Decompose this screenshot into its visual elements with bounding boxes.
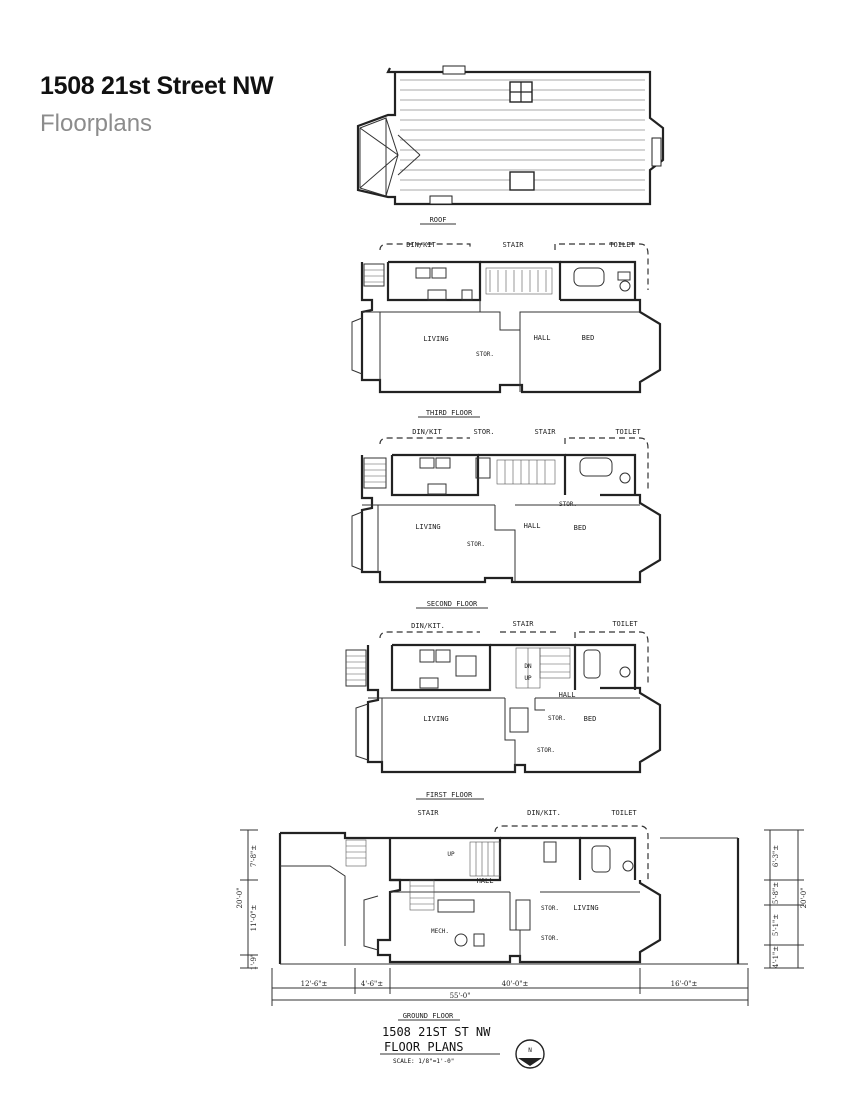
label-din-kit: DIN/KIT. [527,809,561,817]
second-floor-plan: DIN/KIT STOR. STAIR TOILET LIVING HALL B… [351,428,662,609]
label-stair: STAIR [417,809,439,817]
label-stair: STAIR [534,428,556,436]
label-stair: STAIR [502,241,524,249]
stair-first [515,647,571,689]
label-hall: HALL [534,334,551,342]
dim-overall: 55'-0" [450,992,471,1000]
label-toilet: TOILET [611,809,637,817]
label-stor: STOR. [559,501,577,508]
roof-hatch [509,171,535,191]
title-block-name: FLOOR PLANS [384,1040,463,1054]
page-title: 1508 21st Street NW [40,72,274,100]
dim-left-2: 20'-0" [236,888,244,909]
label-up: UP [447,851,455,858]
label-up: UP [524,675,532,682]
third-floor-plan: DIN/KIT STAIR TOILET LIVING HALL BED STO… [351,241,662,418]
label-stor: STOR. [548,715,566,722]
label-living: LIVING [423,335,448,343]
dim-right-1: 6'-3"± [772,845,780,867]
label-mech: MECH. [431,928,449,935]
north-label: N [528,1047,532,1054]
label-hall: HALL [559,691,576,699]
dim-house-depth: 40'-0"± [502,980,529,988]
label-bed: BED [574,524,587,532]
label-bed: BED [582,334,595,342]
label-stor: STOR. [541,905,559,912]
plan-caption-third: THIRD FLOOR [426,409,473,417]
label-din-kit: DIN/KIT [406,241,436,249]
dim-front-yard: 12'-6"± [301,980,328,988]
plan-caption-ground: GROUND FLOOR [403,1012,454,1020]
label-toilet: TOILET [615,428,641,436]
dim-right-2: 5'-8"± [772,882,780,904]
label-toilet: TOILET [609,241,635,249]
dim-areaway: 4'-6"± [361,980,383,988]
label-toilet: TOILET [612,620,638,628]
label-living: LIVING [573,904,598,912]
label-stair: STAIR [512,620,534,628]
title-block-address: 1508 21ST ST NW [382,1025,491,1039]
label-bed: BED [584,715,597,723]
label-living: LIVING [415,523,440,531]
dim-right-5: 4'-1"± [772,946,780,968]
dim-rear-yard: 16'-0"± [671,980,698,988]
label-din-kit: DIN/KIT. [411,622,445,630]
label-stor: STOR. [537,747,555,754]
plan-caption-second: SECOND FLOOR [427,600,478,608]
label-hall: HALL [524,522,541,530]
label-stor: STOR. [541,935,559,942]
title-block: 1508 21ST ST NW FLOOR PLANS SCALE: 1/8"=… [380,1025,545,1069]
label-stor: STOR. [476,351,494,358]
dim-right-3: 20'-0" [800,888,808,909]
label-hall: HALL [477,877,494,885]
chimney [442,65,466,75]
roof-plan: ROOF [356,65,665,225]
dim-left-1: 7'-8"± [250,845,258,867]
stair-ground [345,839,501,911]
dim-left-4: 1'-9" [250,954,258,970]
plan-caption-roof: ROOF [430,216,447,224]
label-din-kit: DIN/KIT [412,428,442,436]
dim-left-3: 11'-0"± [250,905,258,932]
stair-second [496,459,556,485]
page-subtitle: Floorplans [40,110,153,137]
plan-caption-first: FIRST FLOOR [426,791,473,799]
dimension-lines [240,829,804,1006]
stair-third [485,267,553,295]
label-dn: DN [524,663,532,670]
first-floor-plan: DIN/KIT. STAIR TOILET LIVING DN UP HALL … [345,620,662,800]
label-stor: STOR. [473,428,494,436]
label-living: LIVING [423,715,448,723]
label-stor: STOR. [467,541,485,548]
ground-floor-plan: STAIR DIN/KIT. TOILET UP HALL STOR. LIVI… [236,809,808,1021]
title-block-scale: SCALE: 1/8"=1'-0" [393,1058,454,1065]
dim-right-4: 5'-1"± [772,914,780,936]
